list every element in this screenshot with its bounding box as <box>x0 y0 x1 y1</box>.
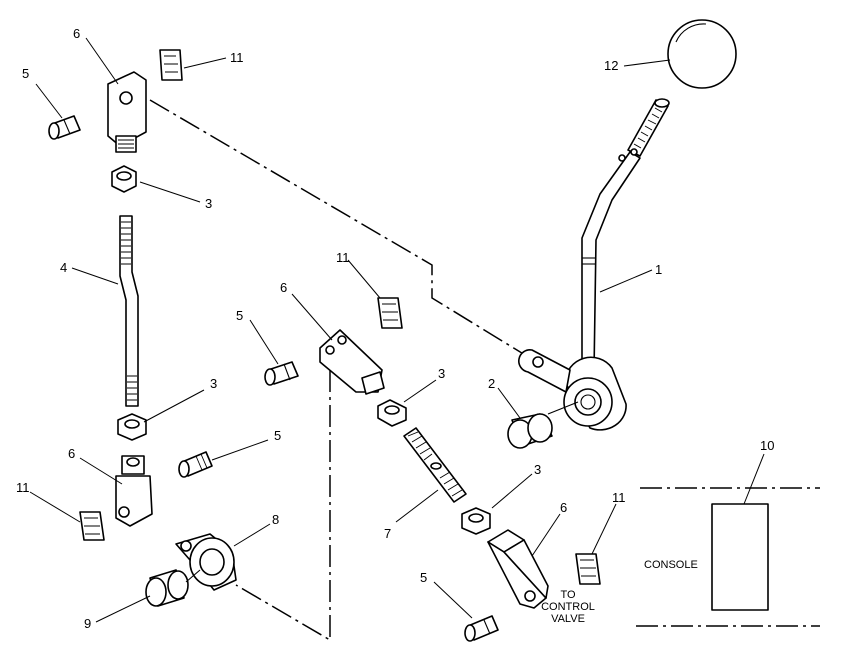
callout-4: 4 <box>60 260 67 275</box>
callout-8: 8 <box>272 512 279 527</box>
callout-12: 12 <box>604 58 618 73</box>
linkage-line-lower <box>235 370 331 642</box>
callout-labels: 6 5 11 12 3 4 11 1 6 5 3 3 2 5 10 6 3 11… <box>16 26 774 631</box>
pin-lower-right <box>464 615 499 642</box>
callout-10: 10 <box>760 438 774 453</box>
bushing-9 <box>145 569 201 607</box>
callout-1: 1 <box>655 262 662 277</box>
rod <box>119 215 139 407</box>
callout-11-upper: 11 <box>230 50 244 65</box>
pin-upper-left <box>48 115 81 140</box>
clip-middle <box>377 297 403 329</box>
callout-5-lower-left: 5 <box>274 428 281 443</box>
callout-9: 9 <box>84 616 91 631</box>
to-control-valve-label: TO CONTROL VALVE <box>541 589 595 625</box>
callout-6-upper-left: 6 <box>73 26 80 41</box>
nut-lower-right <box>461 507 491 535</box>
clevis-lower-left <box>115 455 153 527</box>
knob <box>667 19 737 89</box>
clevis-upper-left <box>107 71 147 153</box>
clevis-lower-right <box>487 529 549 609</box>
callout-5-upper-left: 5 <box>22 66 29 81</box>
callout-5-middle: 5 <box>236 308 243 323</box>
callout-6-lower-right: 6 <box>560 500 567 515</box>
console-label: CONSOLE <box>644 559 698 571</box>
lever-8 <box>175 533 237 591</box>
leader-lines <box>29 37 765 623</box>
clip-lower-left <box>79 511 105 541</box>
bushing-2 <box>507 401 579 449</box>
linkage-line-upper <box>149 99 531 359</box>
callout-3-middle: 3 <box>438 366 445 381</box>
clip-lower-right <box>575 553 601 585</box>
callout-3-lower-right: 3 <box>534 462 541 477</box>
callout-6-lower-left: 6 <box>68 446 75 461</box>
callout-3-middle-left: 3 <box>210 376 217 391</box>
callout-5-lower-right: 5 <box>420 570 427 585</box>
callout-3-upper: 3 <box>205 196 212 211</box>
nut-middle-left <box>117 413 147 441</box>
threaded-stud <box>403 427 467 503</box>
callout-7: 7 <box>384 526 391 541</box>
pin-lower-left <box>178 451 213 478</box>
callout-11-lower-left: 11 <box>16 480 30 495</box>
to-control-valve-line-1: TO <box>560 589 576 601</box>
nut-middle <box>377 399 407 427</box>
to-control-valve-line-2: CONTROL <box>541 601 595 613</box>
to-control-valve-line-3: VALVE <box>551 613 585 625</box>
shift-lever <box>518 98 670 431</box>
clevis-middle <box>319 329 385 395</box>
pin-middle <box>264 361 299 386</box>
clip-upper <box>159 49 183 81</box>
callout-6-middle: 6 <box>280 280 287 295</box>
console-panel <box>636 487 820 627</box>
callout-11-lower-right: 11 <box>612 490 626 505</box>
callout-11-middle: 11 <box>336 250 350 265</box>
callout-2: 2 <box>488 376 495 391</box>
nut-upper <box>111 165 137 193</box>
